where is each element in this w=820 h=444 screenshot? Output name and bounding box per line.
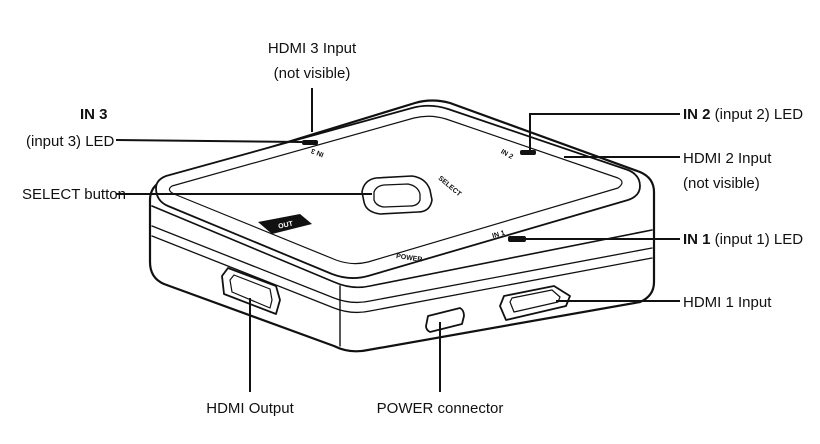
output-mark: OUT: [278, 220, 295, 230]
callout-labels: HDMI 3 Input (not visible) IN 3 (input 3…: [22, 40, 803, 417]
label-in2-led: IN 2 (input 2) LED: [683, 106, 803, 123]
leader-lines: [115, 88, 680, 392]
hdmi-output-port: [221, 267, 281, 315]
select-button-outer: [361, 175, 433, 215]
power-mark: POWER: [396, 253, 423, 264]
in1-mark: IN 1: [491, 230, 505, 240]
output-badge: [258, 214, 312, 234]
label-hdmi2-input-line1: HDMI 2 Input: [683, 150, 772, 167]
label-in1-led: IN 1 (input 1) LED: [683, 231, 803, 248]
in3-mark: IN 3: [310, 147, 325, 158]
device-side-top-edge: [151, 205, 653, 289]
select-button-inner: [373, 183, 421, 208]
device-side-band-2: [151, 235, 653, 314]
label-in3-led-rest: (input 3) LED: [26, 133, 115, 150]
label-in1-led-rest: (input 1) LED: [711, 231, 804, 248]
leader-in3-led: [115, 139, 303, 143]
device-side-band-1: [151, 225, 653, 304]
hdmi1-port-inner: [509, 289, 561, 313]
hdmi-output-port-inner: [229, 274, 273, 309]
in3-led: [302, 140, 318, 145]
in1-led: [508, 236, 526, 242]
leader-in2-led: [529, 113, 680, 150]
power-port: [425, 307, 465, 333]
label-in2-led-rest: (input 2) LED: [711, 106, 804, 123]
label-in2-led-bold: IN 2: [683, 106, 711, 123]
label-in1-led-bold: IN 1: [683, 231, 711, 248]
label-hdmi1-input: HDMI 1 Input: [683, 294, 772, 311]
device-lid-inner: [168, 115, 623, 265]
label-hdmi3-input-line2: (not visible): [274, 65, 351, 82]
label-power-connector: POWER connector: [377, 400, 504, 417]
label-hdmi3-input-line1: HDMI 3 Input: [268, 40, 357, 57]
label-in3-led-bold: IN 3: [80, 106, 108, 123]
label-hdmi2-input-line2: (not visible): [683, 175, 760, 192]
label-hdmi-output: HDMI Output: [206, 400, 294, 417]
label-select-button: SELECT button: [22, 186, 126, 203]
device-illustration: [148, 99, 656, 353]
in2-led: [520, 150, 536, 155]
